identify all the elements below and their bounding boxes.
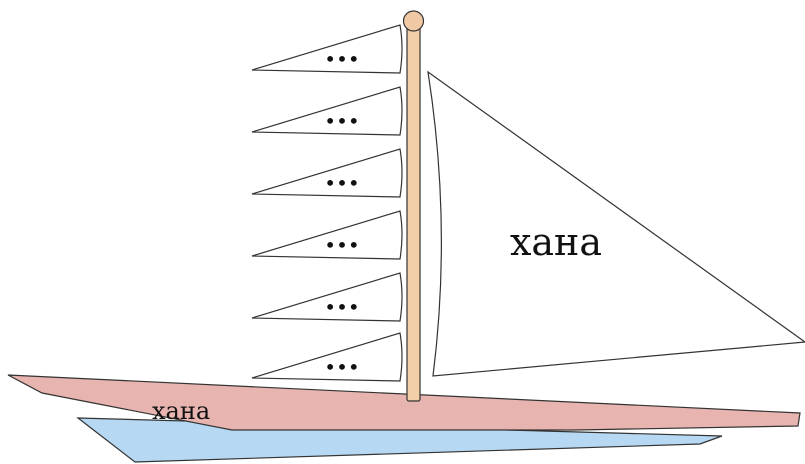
hull-label: хана — [152, 397, 210, 425]
flag-sail-6: ••• — [252, 333, 402, 381]
flag-sail-3-label: ••• — [324, 171, 359, 195]
main-sail — [428, 72, 805, 376]
flag-sail-4: ••• — [252, 211, 402, 259]
flag-sail-5-label: ••• — [324, 295, 359, 319]
mast — [407, 26, 420, 401]
flag-sail-4-label: ••• — [324, 233, 359, 257]
flag-sail-1: ••• — [252, 25, 402, 73]
main-sail-label: хана — [510, 220, 602, 264]
flag-sail-3: ••• — [252, 149, 402, 197]
flag-sail-2: ••• — [252, 87, 402, 135]
flag-sail-2-label: ••• — [324, 109, 359, 133]
mast-top — [404, 11, 424, 31]
flag-sail-5: ••• — [252, 273, 402, 321]
flag-sail-1-label: ••• — [324, 47, 359, 71]
flag-sail-6-label: ••• — [324, 355, 359, 379]
